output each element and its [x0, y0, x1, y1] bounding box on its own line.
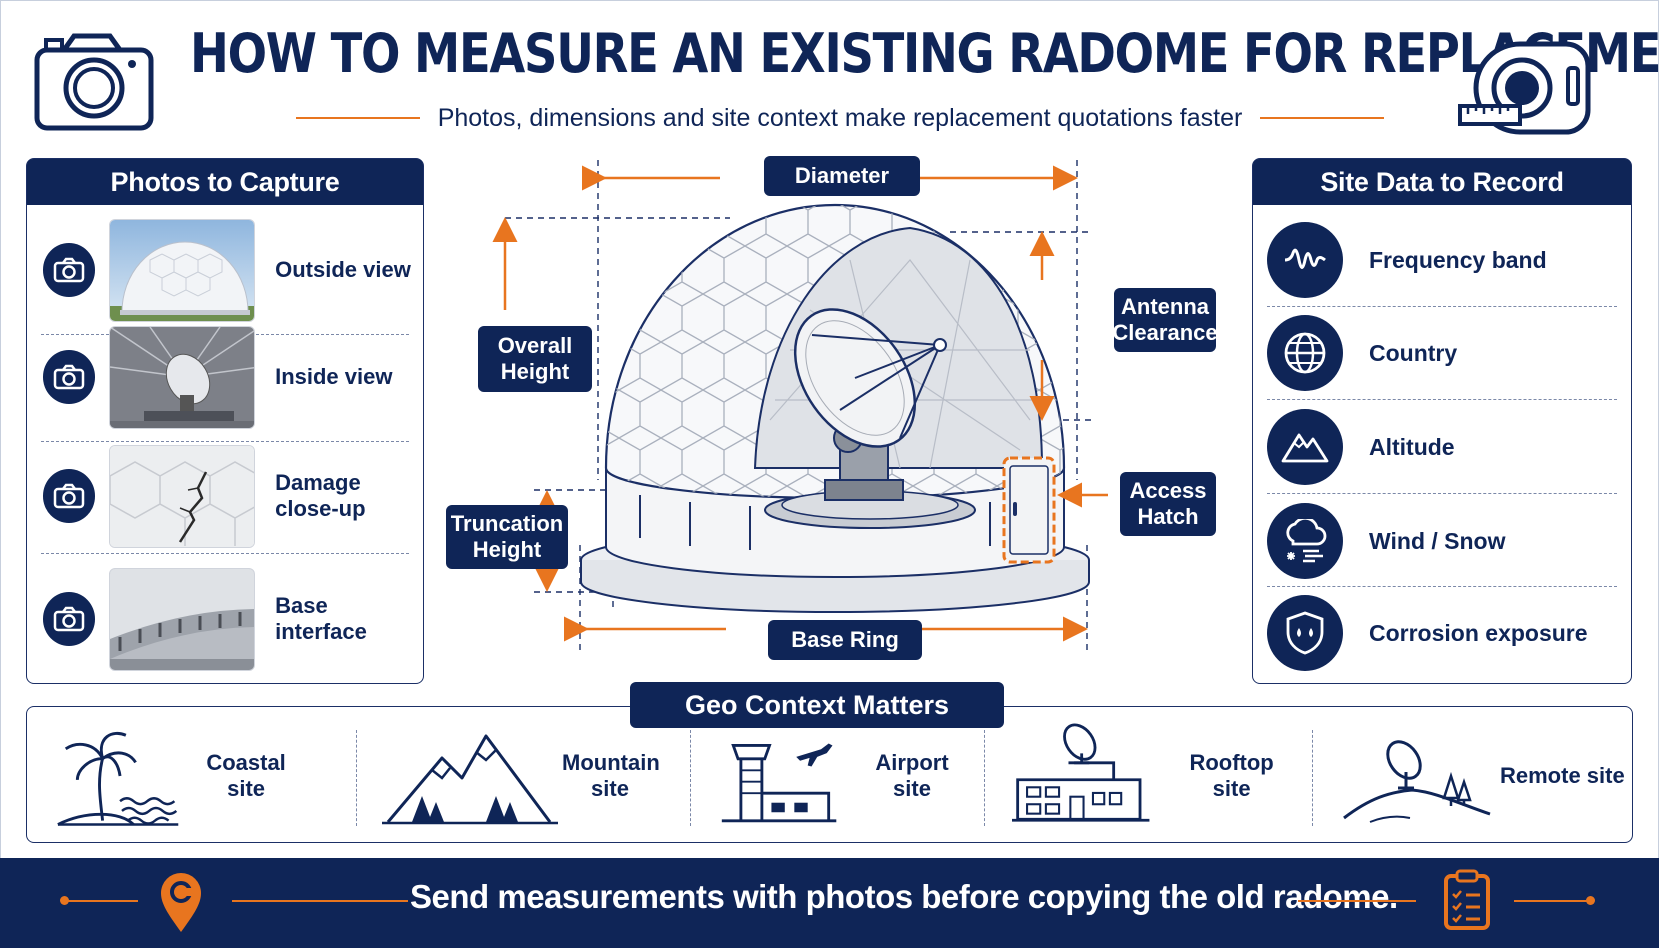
site-item-wind-snow: Wind / Snow	[1267, 495, 1617, 587]
airport-icon	[721, 743, 837, 823]
camera-icon	[43, 469, 96, 523]
geo-item-rooftop: Rooftop site	[1012, 718, 1292, 834]
waveform-icon	[1267, 222, 1343, 298]
subtitle-rule-left	[296, 117, 420, 119]
site-item-label: Country	[1369, 339, 1458, 366]
location-pin-icon	[161, 873, 201, 932]
base-interface-photo	[109, 567, 256, 671]
diameter-label: Diameter	[764, 156, 920, 196]
site-item-altitude: Altitude	[1267, 401, 1617, 493]
subtitle-rule-right	[1260, 117, 1384, 119]
subtitle-row: Photos, dimensions and site context make…	[296, 100, 1384, 136]
photo-item-outside: Outside view	[39, 215, 411, 325]
divider	[690, 730, 691, 826]
photo-item-inside: Inside view	[39, 322, 411, 432]
footer-rule-left	[66, 900, 138, 902]
photo-item-label: Inside view	[275, 364, 393, 389]
page-subtitle: Photos, dimensions and site context make…	[437, 103, 1243, 132]
globe-icon	[1267, 315, 1343, 391]
geo-context-heading: Geo Context Matters	[630, 682, 1004, 728]
footer-bar	[0, 858, 1659, 948]
geo-item-remote: Remote site	[1340, 718, 1630, 834]
photo-item-base: Base interface	[39, 564, 411, 674]
divider	[1267, 586, 1617, 587]
site-data-panel: Site Data to Record Frequency band Count…	[1252, 158, 1632, 684]
truncation-height-label: Truncation Height	[446, 505, 568, 569]
divider	[1267, 493, 1617, 494]
antenna-clearance-label: Antenna Clearance	[1112, 288, 1218, 352]
camera-icon	[43, 243, 96, 297]
geo-item-label: Mountain site	[562, 750, 660, 801]
site-item-corrosion: Corrosion exposure	[1267, 587, 1617, 679]
weather-icon	[1267, 503, 1343, 579]
footer-dot-left	[60, 896, 69, 905]
inside-view-photo	[109, 325, 256, 429]
mountain-icon	[1267, 409, 1343, 485]
footer-rule-mid-right	[1298, 900, 1416, 902]
photo-item-label: Base interface	[275, 593, 367, 644]
divider	[356, 730, 357, 826]
photos-panel: Photos to Capture Outside view	[26, 158, 424, 684]
rooftop-dish-icon	[1012, 723, 1150, 822]
geo-item-label: Airport site	[875, 750, 949, 801]
mountains-icon	[382, 734, 558, 825]
photos-panel-heading: Photos to Capture	[27, 159, 423, 205]
footer-message: Send measurements with photos before cop…	[410, 878, 1398, 915]
footer-dot-right	[1586, 896, 1595, 905]
shield-icon	[1267, 595, 1343, 671]
divider	[1267, 306, 1617, 307]
site-item-country: Country	[1267, 307, 1617, 399]
geo-item-label: Remote site	[1500, 763, 1625, 788]
site-data-panel-heading: Site Data to Record	[1253, 159, 1631, 205]
geo-item-coastal: Coastal site	[56, 718, 306, 834]
remote-dish-icon	[1343, 740, 1491, 823]
divider	[41, 553, 409, 554]
site-item-label: Wind / Snow	[1369, 527, 1506, 554]
outside-view-photo	[109, 218, 256, 322]
damage-closeup-photo	[109, 444, 256, 548]
divider	[41, 441, 409, 442]
radome-diagram	[492, 160, 1108, 650]
site-item-label: Frequency band	[1369, 246, 1547, 273]
tape-measure-icon	[1458, 41, 1591, 135]
geo-item-airport: Airport site	[718, 718, 968, 834]
geo-item-label: Rooftop site	[1189, 750, 1274, 801]
site-item-label: Corrosion exposure	[1369, 619, 1588, 646]
site-item-label: Altitude	[1369, 433, 1455, 460]
base-ring-label: Base Ring	[768, 620, 922, 660]
geo-item-mountain: Mountain site	[382, 718, 682, 834]
geo-item-label: Coastal site	[206, 750, 286, 801]
photo-item-damage: Damage close-up	[39, 441, 411, 551]
overall-height-label: Overall Height	[478, 326, 592, 392]
site-item-frequency: Frequency band	[1267, 214, 1617, 306]
clipboard-checklist-icon	[1444, 869, 1490, 930]
access-hatch-label: Access Hatch	[1120, 472, 1216, 536]
footer-rule-mid-left	[232, 900, 408, 902]
divider	[1312, 730, 1313, 826]
photo-item-label: Damage close-up	[275, 470, 366, 521]
palm-tree-icon	[57, 731, 179, 826]
divider	[984, 730, 985, 826]
camera-icon	[43, 350, 96, 404]
camera-icon	[43, 592, 96, 646]
divider	[1267, 399, 1617, 400]
camera-icon	[34, 33, 154, 131]
photo-item-label: Outside view	[275, 257, 411, 282]
page-title: HOW TO MEASURE AN EXISTING RADOME FOR RE…	[190, 22, 1659, 85]
footer-rule-right	[1514, 900, 1588, 902]
